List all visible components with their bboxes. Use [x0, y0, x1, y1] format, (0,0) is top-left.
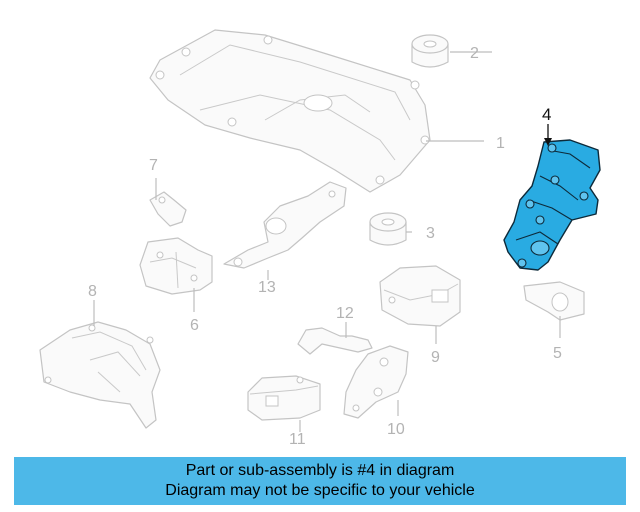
part-4-bracket-highlighted[interactable] [503, 139, 601, 271]
callout-2: 2 [470, 45, 479, 62]
callout-10: 10 [387, 421, 405, 438]
part-10-bracket[interactable] [343, 345, 409, 419]
part-11-mount-block[interactable] [247, 375, 321, 421]
info-banner: Part or sub-assembly is #4 in diagram Di… [14, 457, 626, 505]
part-4-leader-arrow [544, 138, 552, 146]
callout-8: 8 [88, 283, 97, 300]
part-12-link-rod[interactable] [297, 327, 373, 355]
leader-lines [93, 51, 561, 432]
callout-5: 5 [553, 345, 562, 362]
part-5-mount[interactable] [523, 281, 585, 321]
part-2-bushing[interactable] [411, 34, 449, 68]
callout-12: 12 [336, 305, 354, 322]
part-3-bushing[interactable] [369, 212, 407, 246]
part-6-engine-mount[interactable] [139, 237, 213, 295]
callout-1: 1 [496, 135, 505, 152]
banner-line-2: Diagram may not be specific to your vehi… [165, 482, 475, 499]
banner-line-1: Part or sub-assembly is #4 in diagram [185, 462, 455, 479]
part-1-subframe[interactable] [149, 29, 431, 193]
part-8-transmission-mount[interactable] [39, 321, 161, 429]
callout-3: 3 [426, 225, 435, 242]
part-9-mount[interactable] [379, 265, 461, 327]
part-7-bracket[interactable] [149, 191, 187, 227]
callout-9: 9 [431, 349, 440, 366]
callout-11: 11 [289, 431, 306, 448]
callout-4: 4 [542, 105, 551, 124]
part-13-torque-rod[interactable] [223, 181, 347, 269]
callout-7: 7 [149, 157, 158, 174]
callout-6: 6 [190, 317, 199, 334]
callout-13: 13 [258, 279, 276, 296]
